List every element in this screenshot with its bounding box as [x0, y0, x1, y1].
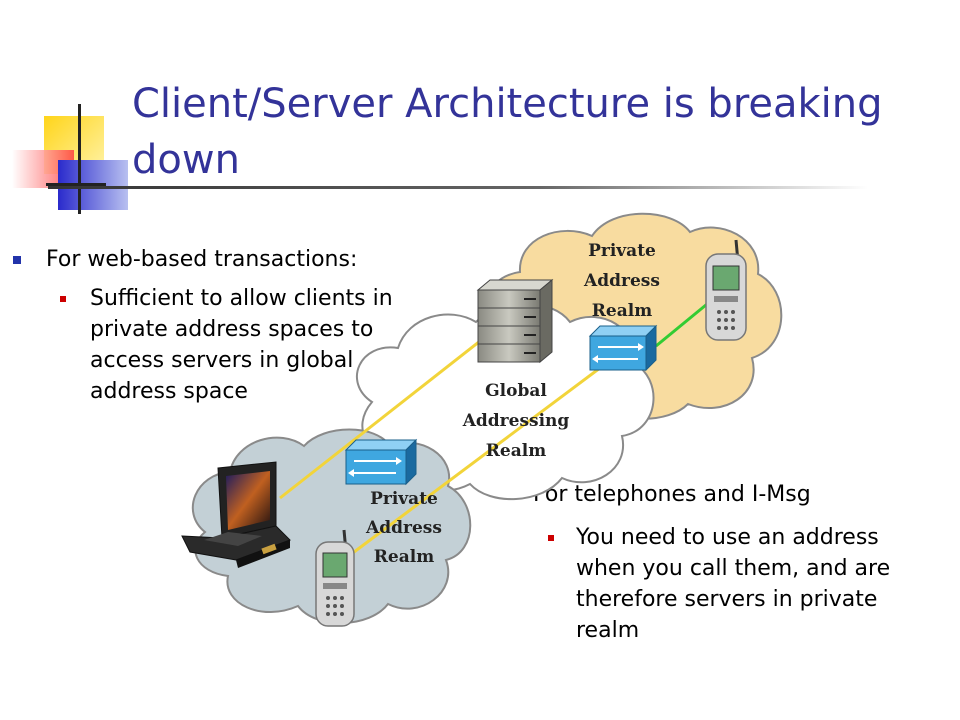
realm-label-top-line: Realm	[592, 301, 652, 321]
mobile-phone-icon	[705, 239, 747, 341]
sub-bullet-line: realm	[576, 618, 640, 643]
sub-bullet-line: address space	[90, 379, 248, 404]
sub-bullet-square-icon	[60, 296, 66, 302]
bullet-heading-web: For web-based transactions:	[46, 247, 358, 272]
realm-label-global-line: Addressing	[462, 411, 570, 431]
sub-bullet-line: therefore servers in private	[576, 587, 878, 612]
mobile-phone-icon	[315, 529, 355, 627]
sub-bullet-square-icon	[548, 535, 554, 541]
realm-label-top-line: Private	[588, 241, 656, 261]
corner-decoration	[12, 104, 128, 214]
realm-label-bottom-line: Private	[370, 489, 438, 509]
phone-nat-link	[655, 298, 713, 348]
realm-label-bottom-line: Address	[365, 518, 442, 538]
realm-label-global-line: Realm	[486, 441, 546, 461]
nat-router-icon	[588, 324, 658, 372]
nat-router-icon	[344, 438, 418, 486]
title-underline	[48, 186, 868, 189]
realm-label-top-line: Address	[583, 271, 660, 291]
realm-label-bottom-line: Realm	[374, 547, 434, 567]
bullet-square-icon	[13, 256, 21, 264]
laptop-icon	[181, 461, 291, 568]
sub-bullet-line: You need to use an address	[576, 525, 879, 550]
sub-bullet-line: when you call them, and are	[576, 556, 891, 581]
sub-bullet-line: private address spaces to	[90, 317, 374, 342]
sub-bullet-line: Sufficient to allow clients in	[90, 286, 393, 311]
realm-label-global-line: Global	[485, 381, 547, 401]
server-icon	[476, 278, 554, 364]
sub-bullet-line: access servers in global	[90, 348, 354, 373]
bullet-heading-telephones: For telephones and I-Msg	[533, 482, 811, 507]
client-server-link-phone	[345, 363, 605, 560]
slide-title: Client/Server Architecture is breaking d…	[132, 81, 883, 183]
